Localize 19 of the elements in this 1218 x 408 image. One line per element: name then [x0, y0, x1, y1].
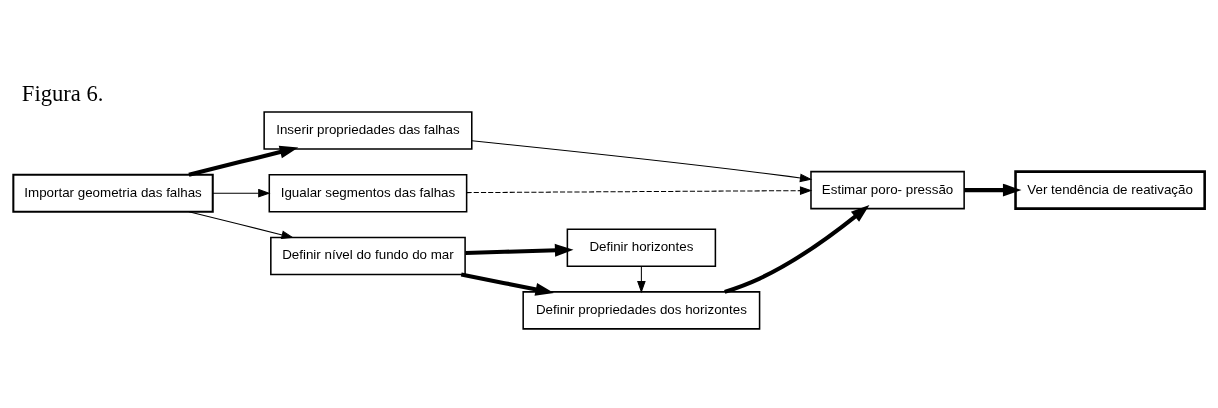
arrow	[212, 188, 271, 198]
node-box: Ver tendência de reativação	[1014, 170, 1206, 210]
node-box: Definir nível do fundo do mar	[270, 236, 466, 276]
node-box: Inserir propriedades das falhas	[263, 111, 473, 150]
node-box: Estimar poro- pressão	[810, 170, 965, 210]
arrow	[188, 145, 299, 177]
arrow	[964, 183, 1022, 197]
arrow	[637, 265, 646, 294]
node-box: Importar geometria das falhas	[12, 173, 214, 213]
arrow	[471, 140, 813, 183]
arrow	[466, 186, 813, 195]
arrow	[465, 243, 574, 257]
node-box: Igualar segmentos das falhas	[268, 173, 468, 213]
arrow	[460, 272, 554, 296]
node-box: Definir horizontes	[566, 228, 717, 267]
diagram-title: Figura 6.	[21, 81, 104, 107]
node-box: Definir propriedades dos horizontes	[522, 291, 761, 330]
arrow	[724, 205, 870, 294]
arrow	[188, 211, 294, 239]
